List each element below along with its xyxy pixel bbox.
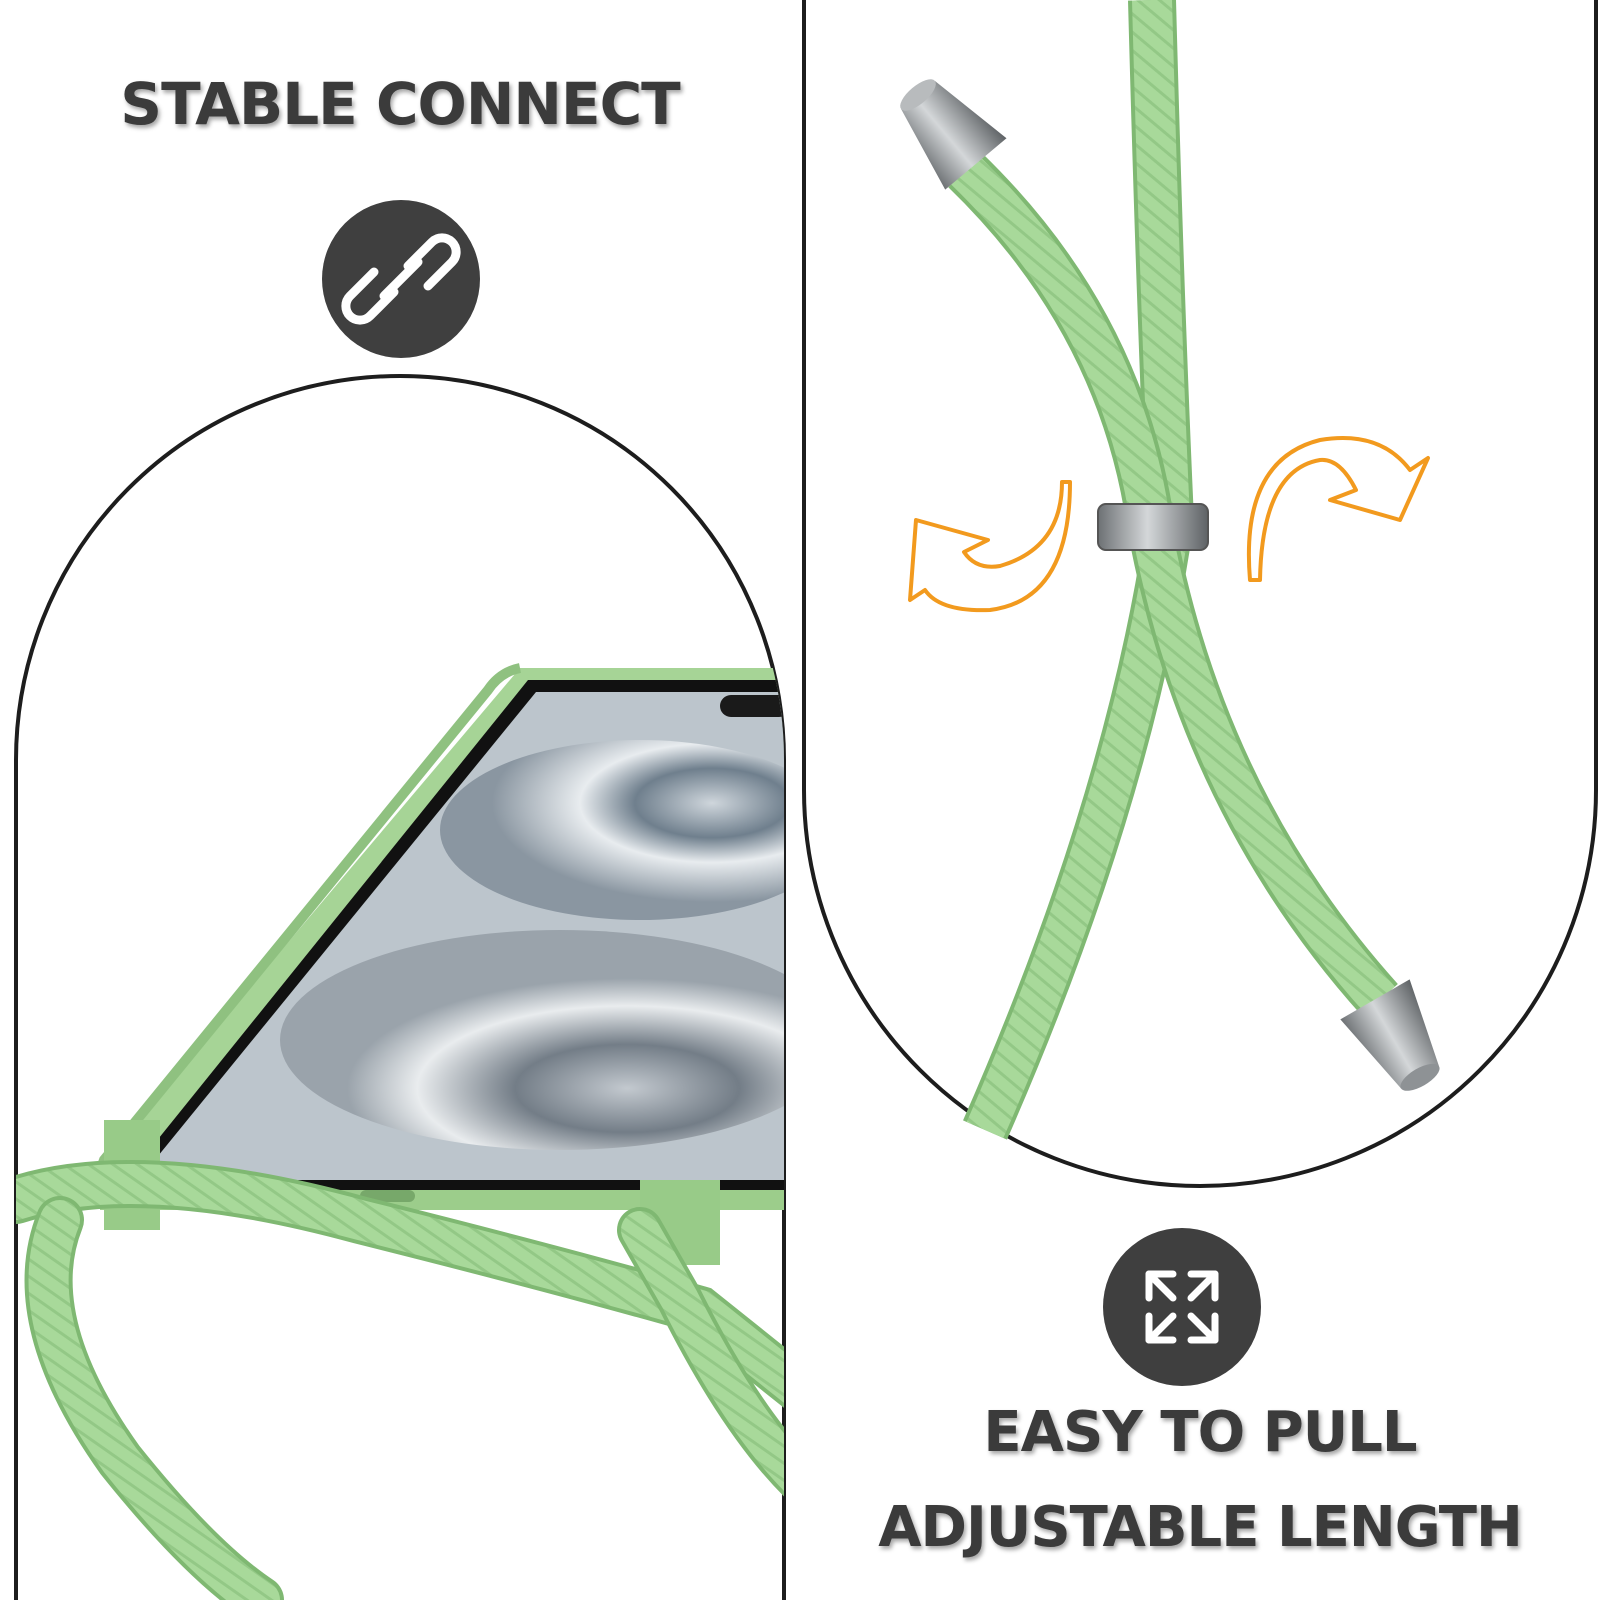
easy-to-pull-heading: EASY TO PULL xyxy=(983,1400,1417,1465)
right-panel: EASY TO PULL ADJUSTABLE LENGTH xyxy=(800,0,1600,1600)
left-panel: STABLE CONNECT xyxy=(14,70,786,1600)
link-badge xyxy=(322,200,480,358)
rotate-arrow-left xyxy=(908,480,1072,613)
link-icon xyxy=(341,233,461,325)
expand-arrows-icon xyxy=(1145,1270,1219,1344)
rotate-arrow-right xyxy=(1246,436,1430,582)
adjustable-length-heading: ADJUSTABLE LENGTH xyxy=(878,1495,1523,1560)
expand-badge xyxy=(1103,1228,1261,1386)
lanyard-illustration xyxy=(802,0,1598,1188)
phone-illustration xyxy=(14,374,786,1600)
stable-connect-heading: STABLE CONNECT xyxy=(120,70,680,138)
